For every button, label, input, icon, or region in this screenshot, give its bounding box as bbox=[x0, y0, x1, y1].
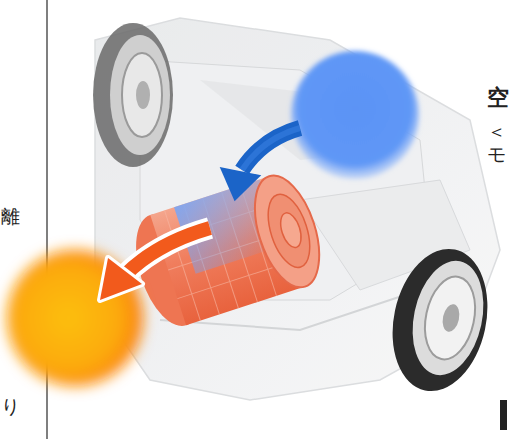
text-fragment: ＜ bbox=[487, 119, 506, 143]
rear-wheel bbox=[93, 23, 173, 167]
front-wheel bbox=[380, 240, 500, 400]
text-fragment: モ bbox=[487, 142, 506, 166]
cropped-glyph bbox=[500, 400, 507, 430]
motor-cylinder bbox=[124, 168, 332, 334]
car-body bbox=[95, 18, 500, 400]
cool-air-arrow bbox=[220, 128, 300, 203]
text-fragment: 離 bbox=[1, 204, 20, 228]
cool-air-blob bbox=[291, 51, 419, 179]
heading-fragment: 空 bbox=[487, 86, 509, 110]
warm-air-arrow bbox=[100, 228, 210, 300]
warm-air-blob bbox=[7, 250, 143, 386]
text-fragment: り bbox=[1, 394, 20, 418]
